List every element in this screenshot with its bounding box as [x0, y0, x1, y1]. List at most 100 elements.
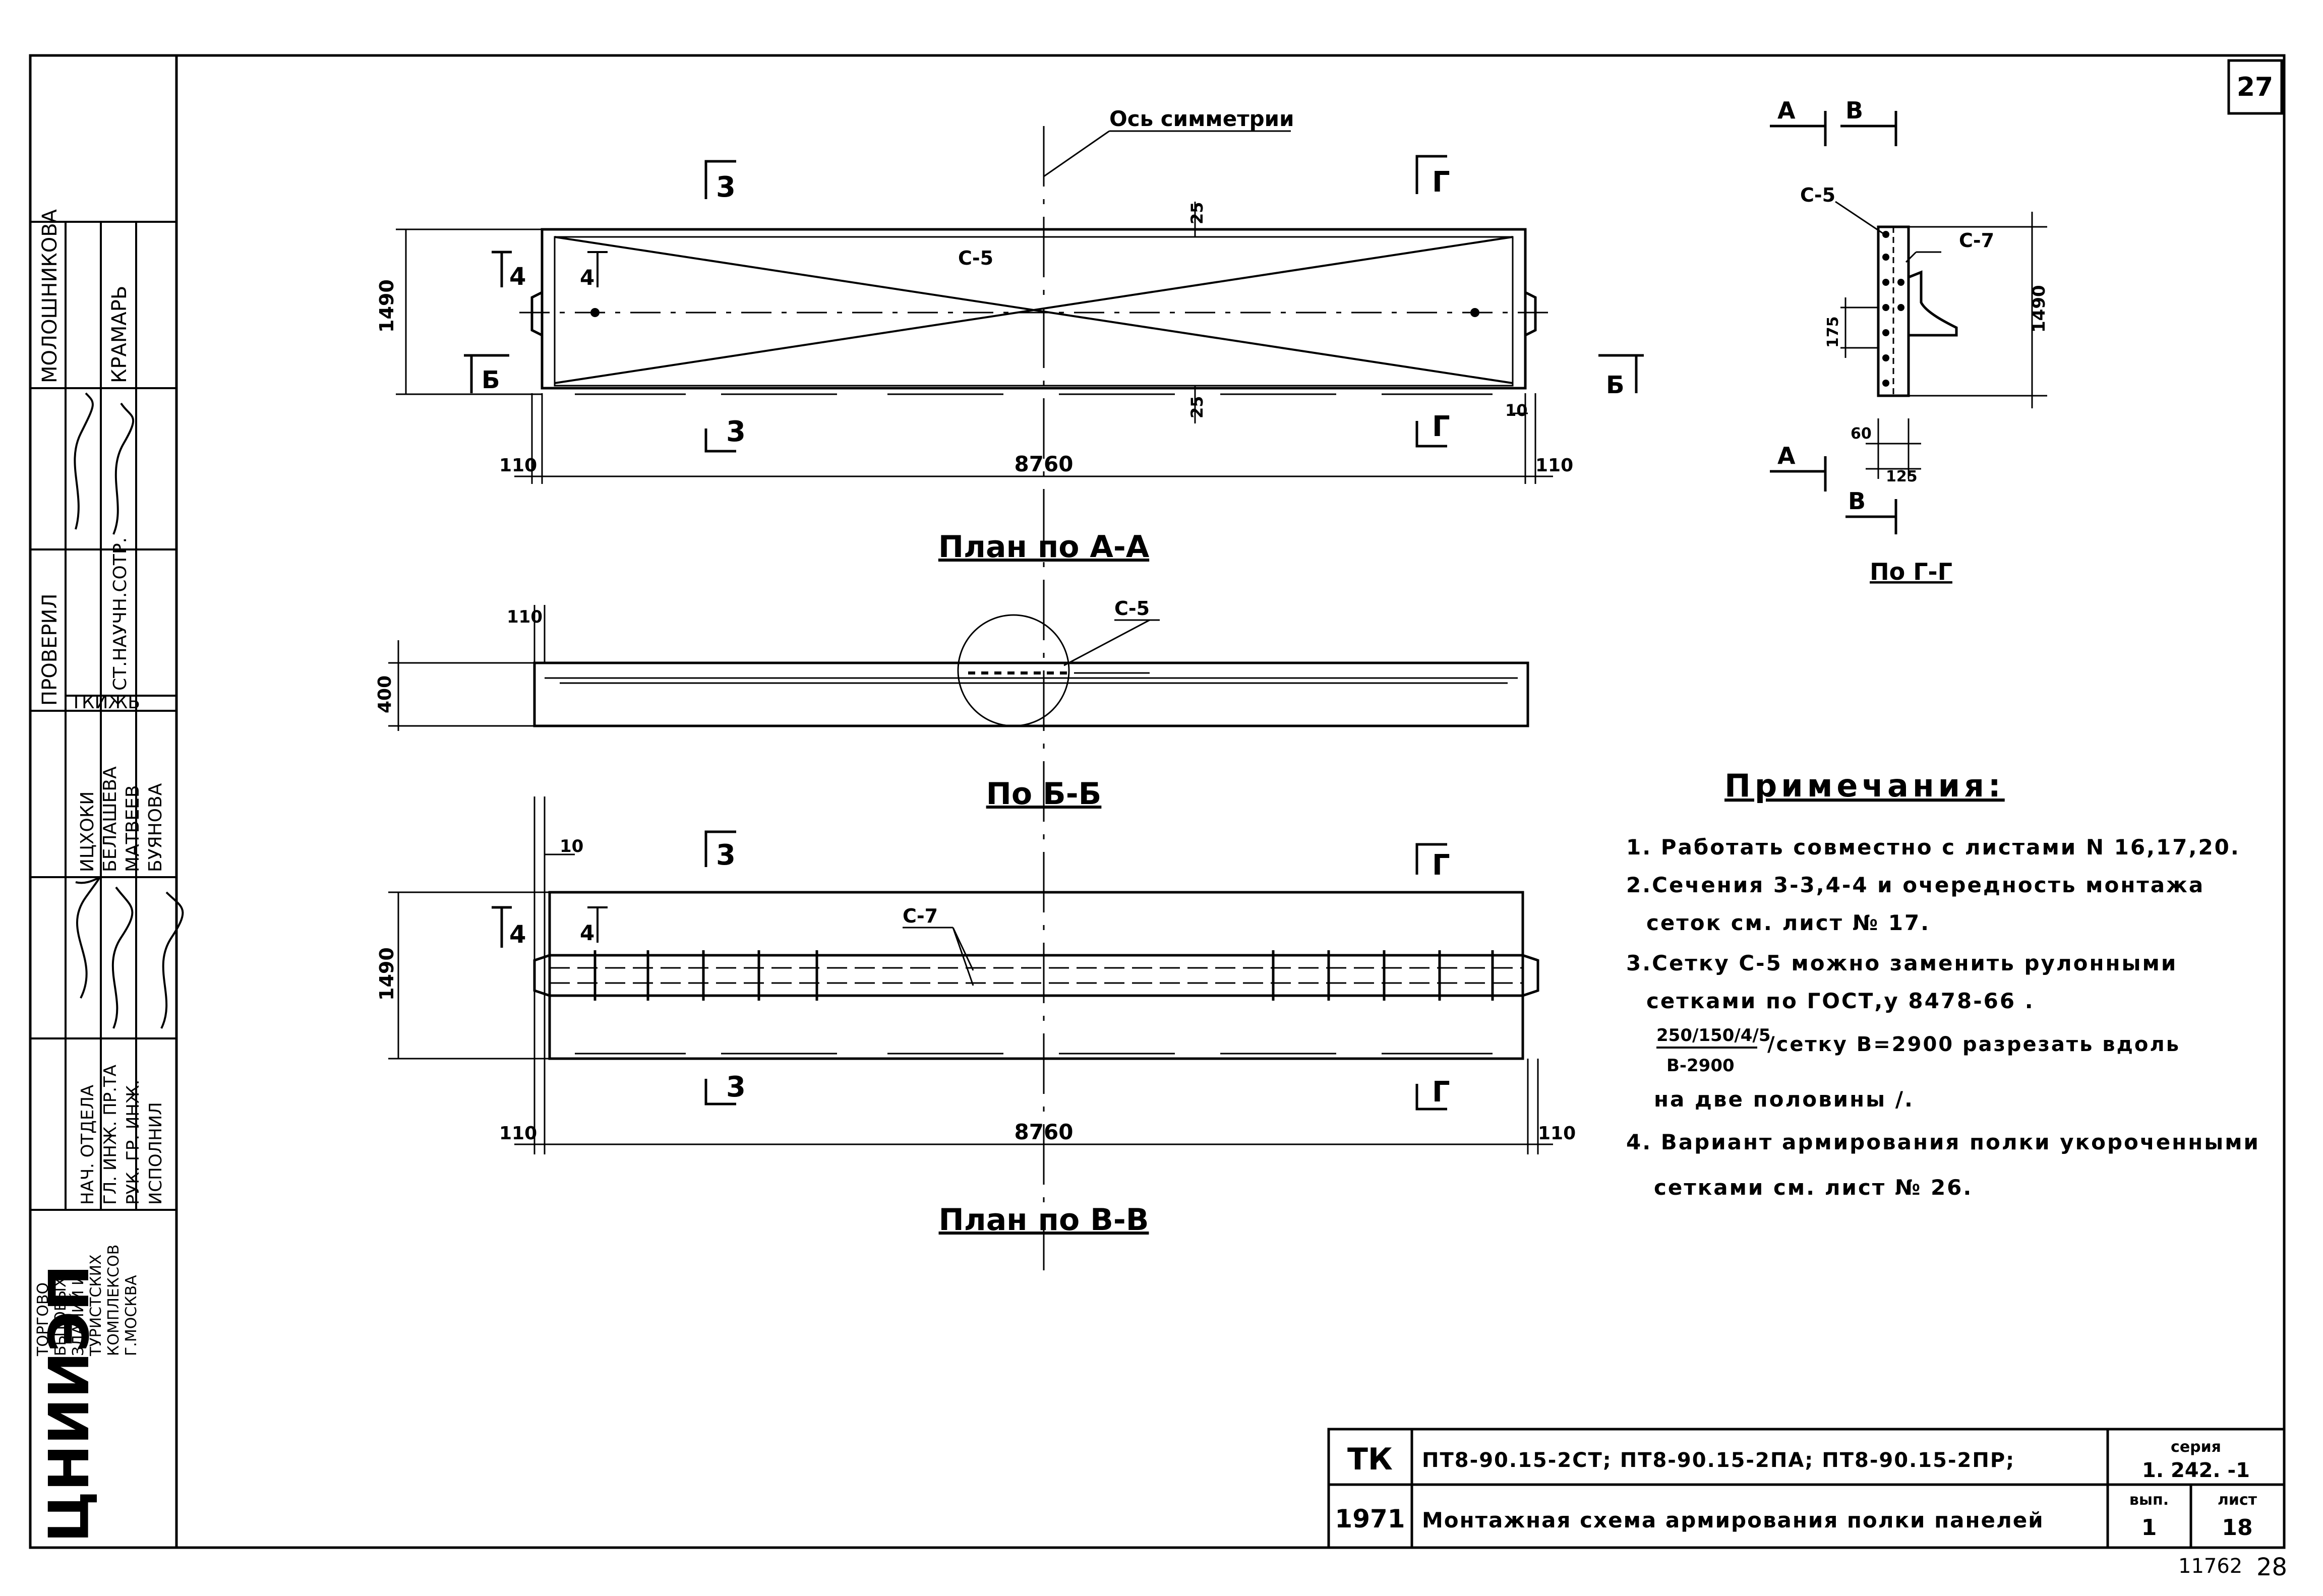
institute-logo: ЦНИИЭП	[37, 1265, 101, 1543]
mark-c7-gg: С-7	[1959, 229, 1994, 252]
notes-line-7: на две половины /.	[1654, 1087, 1914, 1112]
notes-line-3: сеток см. лист № 17.	[1646, 910, 1930, 935]
stamp-org-3: ЗДАНИЙ И	[69, 1274, 87, 1356]
dim-10-vv: 10	[560, 836, 583, 856]
sec-3-bottom: 3	[726, 415, 746, 448]
sheet-frame	[29, 54, 2286, 1549]
stamp-name-4: БУЯНОВА	[145, 783, 166, 872]
notes-line-1: 1. Работать совместно с листами N 16,17,…	[1626, 835, 2240, 860]
sec-4-inner: 4	[580, 265, 594, 290]
sec-a-top: А	[1777, 97, 1796, 124]
footer-archive: 11762	[2178, 1555, 2242, 1578]
section-gg: А В А В С-5 С-7 1490 175 60 125 По Г-Г	[1770, 97, 2049, 585]
sec-g-bottom: Г	[1432, 410, 1450, 443]
signatures	[74, 392, 184, 1029]
stamp-top-role-2: ПРОВЕРИЛ	[38, 593, 62, 706]
tb-line-2: Монтажная схема армирования полки панеле…	[1422, 1508, 2044, 1532]
tb-series-label: серия	[2171, 1438, 2221, 1456]
dim-10-aa: 10	[1505, 401, 1528, 420]
tb-vyp-value: 1	[2141, 1515, 2157, 1541]
tb-list-value: 18	[2222, 1515, 2252, 1541]
title-gg: По Г-Г	[1870, 558, 1952, 585]
sec-3-vv-top: 3	[716, 839, 736, 872]
dim-110-aa-left: 110	[499, 455, 537, 476]
sec-v-bottom: В	[1848, 487, 1866, 515]
dim-25-bottom: 25	[1187, 396, 1207, 418]
dim-8760-aa: 8760	[1015, 452, 1074, 476]
stamp-name-3: МАТВЕЕВ	[123, 785, 143, 872]
dim-60: 60	[1851, 425, 1872, 443]
dim-1490-aa: 1490	[376, 279, 398, 333]
stamp-top-role-1: МОЛОШНИКОВА	[38, 209, 62, 383]
left-stamp: МОЛОШНИКОВА КРАМАРЬ ПРОВЕРИЛ СТ.НАУЧН.СО…	[30, 209, 184, 1543]
stamp-org-2: БЫТОВЫХ	[52, 1277, 70, 1356]
axis-label: Ось симметрии	[1109, 106, 1294, 131]
sec-3-top: 3	[716, 171, 736, 204]
plan-vv: С-7 1490 8760 110 110 10 3 3 Г Г 4 4 Пла…	[376, 796, 1576, 1238]
notes-line-9: сетками см. лист № 26.	[1654, 1175, 1973, 1200]
stamp-org-4: ТУРИСТСКИХ	[87, 1254, 105, 1357]
title-block: ТК 1971 ПТ8-90.15-2СТ; ПТ8-90.15-2ПА; ПТ…	[1327, 1428, 2286, 1549]
dim-400: 400	[375, 676, 395, 713]
stamp-role-2: ГЛ. ИНЖ. ПР.ТА	[100, 1065, 121, 1205]
sec-g-top: Г	[1432, 166, 1450, 199]
notes-fraction-num: 250/150/4/5	[1656, 1025, 1771, 1046]
stamp-tkizhb: ТКИЖБ	[70, 692, 140, 713]
dim-175: 175	[1824, 316, 1842, 348]
stamp-top-name-2: СТ.НАУЧН.СОТР.	[110, 537, 131, 691]
title-plan-aa: План по А-А	[938, 529, 1150, 565]
tb-year: 1971	[1335, 1504, 1405, 1533]
stamp-name-1: ИЦХОКИ	[77, 791, 98, 872]
stamp-name-2: БЕЛАШЕВА	[100, 766, 121, 872]
notes-line-6: /сетку В=2900 разрезать вдоль	[1767, 1033, 2180, 1056]
tb-vyp-label: вып.	[2129, 1491, 2169, 1509]
notes-title: Примечания:	[1724, 767, 2005, 804]
mark-c5-plan: С-5	[958, 247, 993, 269]
dim-110-vv-left: 110	[499, 1123, 537, 1144]
plan-aa: Ось симметрии С-5 1490 8760 110 110 25 2…	[376, 106, 1644, 1270]
sec-v-top: В	[1845, 97, 1863, 124]
dim-8760-vv: 8760	[1015, 1120, 1074, 1144]
tb-series-value: 1. 242. -1	[2142, 1459, 2250, 1482]
dim-125: 125	[1886, 468, 1918, 485]
stamp-org-6: Г.МОСКВА	[123, 1275, 140, 1356]
dim-1490-vv: 1490	[376, 947, 398, 1001]
tb-tk: ТК	[1347, 1442, 1393, 1477]
dim-1490-gg: 1490	[2029, 285, 2049, 333]
sheet-number: 27	[2237, 72, 2273, 102]
sec-g-vv-top: Г	[1432, 849, 1450, 882]
sec-4-left: 4	[509, 263, 526, 291]
tb-line-1: ПТ8-90.15-2СТ; ПТ8-90.15-2ПА; ПТ8-90.15-…	[1422, 1449, 2015, 1472]
dim-110-vv-right: 110	[1538, 1123, 1576, 1144]
dim-110-bb: 110	[507, 607, 543, 627]
stamp-org-5: КОМПЛЕКСОВ	[105, 1245, 123, 1356]
stamp-role-1: НАЧ. ОТДЕЛА	[78, 1085, 98, 1205]
tb-list-label: лист	[2218, 1491, 2257, 1509]
sec-b-right: Б	[1606, 371, 1625, 399]
stamp-org-1: ТОРГОВО	[34, 1282, 52, 1357]
stamp-role-3: РУК. ГР. ИНЖ.	[123, 1080, 143, 1205]
sec-3-vv-bottom: 3	[726, 1071, 746, 1103]
sec-g-vv-bottom: Г	[1432, 1076, 1450, 1109]
stamp-top-name-1: КРАМАРЬ	[108, 286, 131, 383]
dim-25-top: 25	[1187, 202, 1207, 224]
notes: Примечания: 1. Работать совместно с лист…	[1626, 767, 2260, 1200]
mark-c5-gg: С-5	[1800, 184, 1835, 206]
sec-4-vv-inner: 4	[580, 920, 594, 945]
notes-fraction-den: В-2900	[1666, 1056, 1735, 1076]
section-bb: С-5 400 110 По Б-Б	[375, 597, 1529, 812]
title-bb: По Б-Б	[986, 776, 1102, 812]
mark-c7-plan: С-7	[903, 905, 938, 927]
notes-line-5: сетками по ГОСТ,у 8478-66 .	[1646, 989, 2035, 1013]
notes-line-2: 2.Сечения 3-3,4-4 и очередность монтажа	[1626, 873, 2205, 897]
notes-line-8: 4. Вариант армирования полки укороченным…	[1626, 1130, 2260, 1154]
notes-line-4: 3.Сетку С-5 можно заменить рулонными	[1626, 951, 2177, 975]
sec-4-vv-left: 4	[509, 920, 526, 949]
sheet-number-box	[2227, 59, 2283, 115]
footer-page: 28	[2256, 1553, 2287, 1581]
sec-b-left: Б	[482, 366, 500, 394]
stamp-role-4: ИСПОЛНИЛ	[146, 1102, 166, 1205]
mark-c5-section: С-5	[1114, 597, 1150, 620]
title-plan-vv: План по В-В	[939, 1202, 1149, 1238]
